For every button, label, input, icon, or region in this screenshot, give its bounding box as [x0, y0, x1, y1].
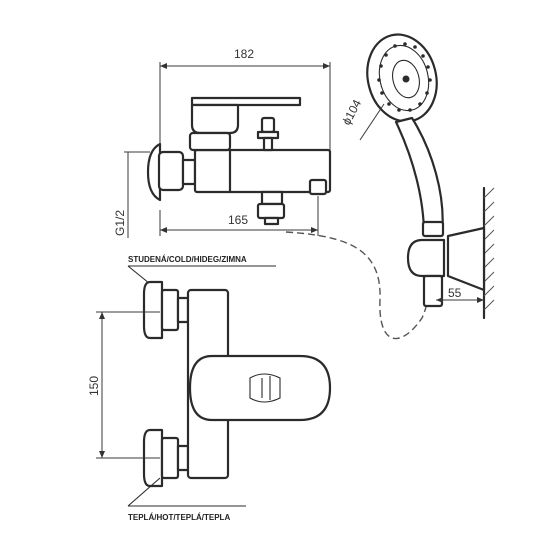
hand-shower: ϕ104 [339, 33, 445, 238]
dimension-165: 165 [228, 213, 248, 227]
dimension-thread: G1/2 [113, 210, 127, 236]
shower-holder: 55 [406, 186, 495, 320]
mixer-front-view: STUDENÁ/COLD/HIDEG/ZIMNA 150 TEPLÁ/HOT/T… [87, 255, 332, 522]
label-hot: TEPLÁ/HOT/TEPLÁ/TEPLA [128, 513, 230, 522]
dimension-shower-diameter: ϕ104 [339, 97, 364, 127]
dimension-182: 182 [234, 47, 254, 61]
dimension-150: 150 [87, 376, 101, 396]
mixer-side-view: 182 165 G1/2 [113, 47, 332, 238]
dimension-holder-offset: 55 [448, 286, 462, 300]
label-cold: STUDENÁ/COLD/HIDEG/ZIMNA [128, 255, 247, 264]
